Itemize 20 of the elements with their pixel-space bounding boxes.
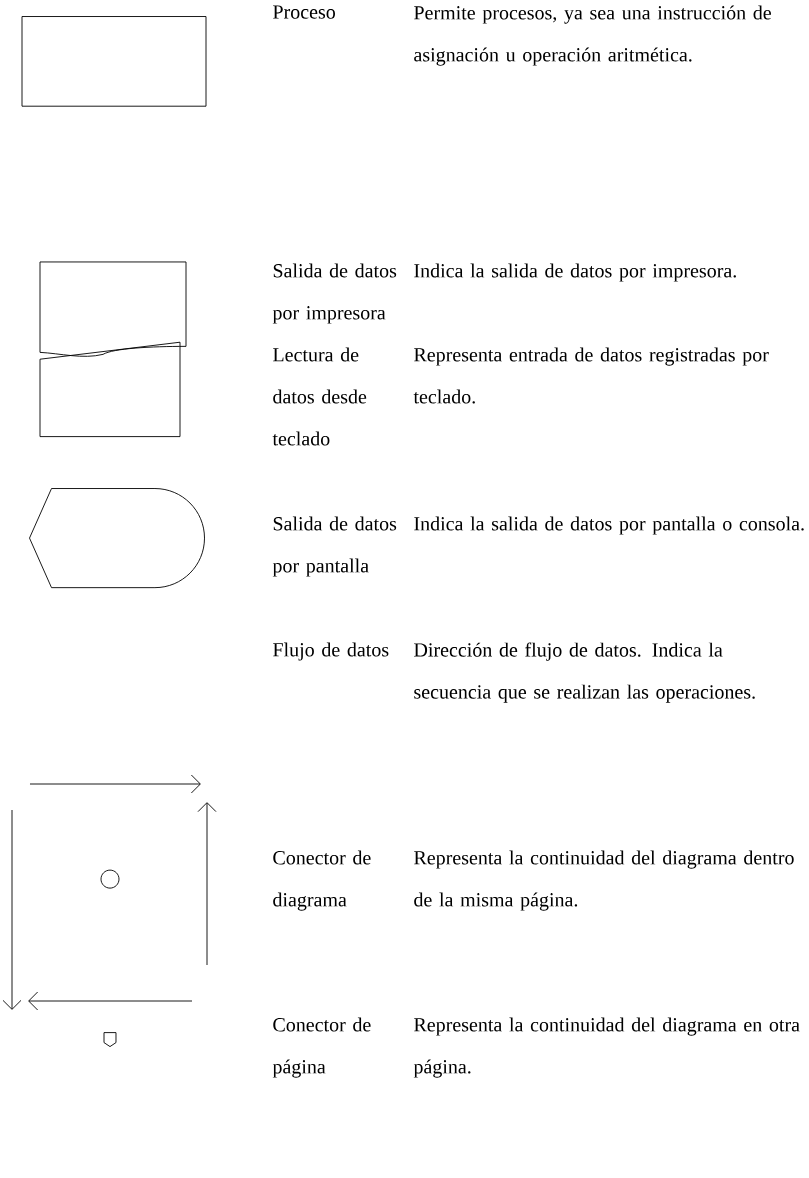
symbol-description: Representa la continuidad del diagrama en otra página. [413, 1017, 800, 1078]
symbol-description: Representa la continuidad del diagrama dentro de la misma página. [414, 850, 794, 911]
symbol-name: Salida de datos por impresora [272, 263, 397, 324]
symbol-name: Conector de página [272, 1017, 371, 1078]
symbol-name: Flujo de datos [273, 642, 389, 661]
display-shape [29, 488, 205, 589]
symbol-name: Proceso [273, 5, 335, 19]
symbol-description: Indica la salida de datos por impresora. [414, 263, 736, 282]
symbol-description: Dirección de flujo de datos. Indica la secuencia que se realizan las operaciones. [414, 642, 755, 703]
symbol-name: Conector de diagrama [273, 850, 371, 911]
process-box [21, 16, 207, 107]
manual-input-shape [39, 341, 181, 438]
symbol-description: Indica la salida de datos por pantalla o consola. [414, 516, 804, 535]
symbol-description: Permite procesos, ya sea una instrucción de asignación u operación aritmética. [414, 5, 771, 66]
symbol-name: Salida de datos por pantalla [272, 516, 397, 577]
symbol-name: Lectura de datos desde teclado [272, 347, 367, 446]
document-shape [39, 261, 187, 357]
connector-circle [100, 869, 120, 889]
page-connector-shape [103, 1032, 117, 1048]
symbol-description: Representa entrada de datos registradas por teclado. [413, 347, 769, 404]
